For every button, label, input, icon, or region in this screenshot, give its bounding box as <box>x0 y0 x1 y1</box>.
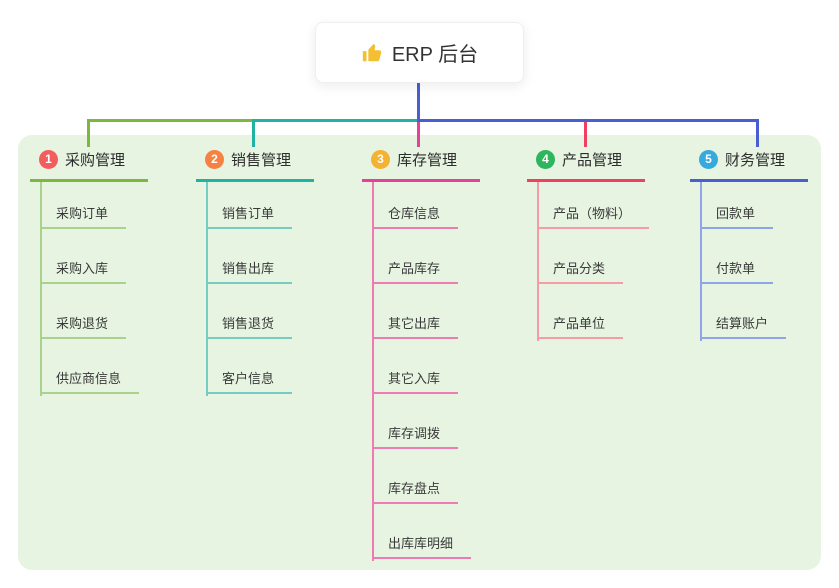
child-node-出库库明细[interactable]: 出库库明细 <box>372 536 472 559</box>
child-node-其它出库[interactable]: 其它出库 <box>372 316 459 339</box>
branch-number-badge: 2 <box>205 150 224 169</box>
branch-underline <box>196 179 314 182</box>
children-connector-line <box>372 182 374 561</box>
branch-number-badge: 4 <box>536 150 555 169</box>
bus-segment-middle <box>252 119 417 122</box>
child-node-仓库信息[interactable]: 仓库信息 <box>372 206 459 229</box>
branch-node-库存管理[interactable]: 3 库存管理 <box>371 149 457 170</box>
child-node-采购入库[interactable]: 采购入库 <box>40 261 127 284</box>
child-node-采购订单[interactable]: 采购订单 <box>40 206 127 229</box>
children-connector-line <box>537 182 539 341</box>
branch-drop-line <box>756 122 759 147</box>
child-node-销售订单[interactable]: 销售订单 <box>206 206 293 229</box>
child-node-产品库存[interactable]: 产品库存 <box>372 261 459 284</box>
branch-drop-line <box>87 122 90 147</box>
bus-segment-left <box>87 119 252 122</box>
children-connector-line <box>40 182 42 396</box>
child-node-供应商信息[interactable]: 供应商信息 <box>40 371 140 394</box>
child-node-产品（物料）[interactable]: 产品（物料） <box>537 206 650 229</box>
branch-underline <box>30 179 148 182</box>
child-node-产品分类[interactable]: 产品分类 <box>537 261 624 284</box>
child-node-库存盘点[interactable]: 库存盘点 <box>372 481 459 504</box>
child-node-其它入库[interactable]: 其它入库 <box>372 371 459 394</box>
branch-underline <box>362 179 480 182</box>
branch-drop-line <box>584 122 587 147</box>
child-node-产品单位[interactable]: 产品单位 <box>537 316 624 339</box>
child-node-付款单[interactable]: 付款单 <box>700 261 774 284</box>
root-node-label: ERP 后台 <box>391 44 479 66</box>
branch-node-销售管理[interactable]: 2 销售管理 <box>205 149 291 170</box>
branch-label: 库存管理 <box>397 152 458 169</box>
branch-node-采购管理[interactable]: 1 采购管理 <box>39 149 125 170</box>
child-node-采购退货[interactable]: 采购退货 <box>40 316 127 339</box>
branch-label: 销售管理 <box>231 152 292 169</box>
children-connector-line <box>700 182 702 341</box>
branch-drop-line <box>252 122 255 147</box>
bus-segment-right <box>417 119 759 122</box>
branches-panel <box>18 135 821 570</box>
child-node-回款单[interactable]: 回款单 <box>700 206 774 229</box>
branch-label: 财务管理 <box>725 152 786 169</box>
child-node-结算账户[interactable]: 结算账户 <box>700 316 787 339</box>
child-node-库存调拨[interactable]: 库存调拨 <box>372 426 459 449</box>
children-connector-line <box>206 182 208 396</box>
branch-number-badge: 3 <box>371 150 390 169</box>
child-node-销售出库[interactable]: 销售出库 <box>206 261 293 284</box>
child-node-销售退货[interactable]: 销售退货 <box>206 316 293 339</box>
root-connector-line <box>417 81 420 119</box>
branch-label: 产品管理 <box>562 152 623 169</box>
branch-node-财务管理[interactable]: 5 财务管理 <box>699 149 785 170</box>
branch-label: 采购管理 <box>65 152 126 169</box>
child-node-客户信息[interactable]: 客户信息 <box>206 371 293 394</box>
branch-drop-line <box>417 122 420 147</box>
branch-number-badge: 1 <box>39 150 58 169</box>
branch-node-产品管理[interactable]: 4 产品管理 <box>536 149 622 170</box>
root-node[interactable]: ERP 后台 <box>315 22 524 83</box>
branch-underline <box>690 179 808 182</box>
thumbs-up-icon <box>361 42 383 64</box>
branch-number-badge: 5 <box>699 150 718 169</box>
branch-underline <box>527 179 645 182</box>
